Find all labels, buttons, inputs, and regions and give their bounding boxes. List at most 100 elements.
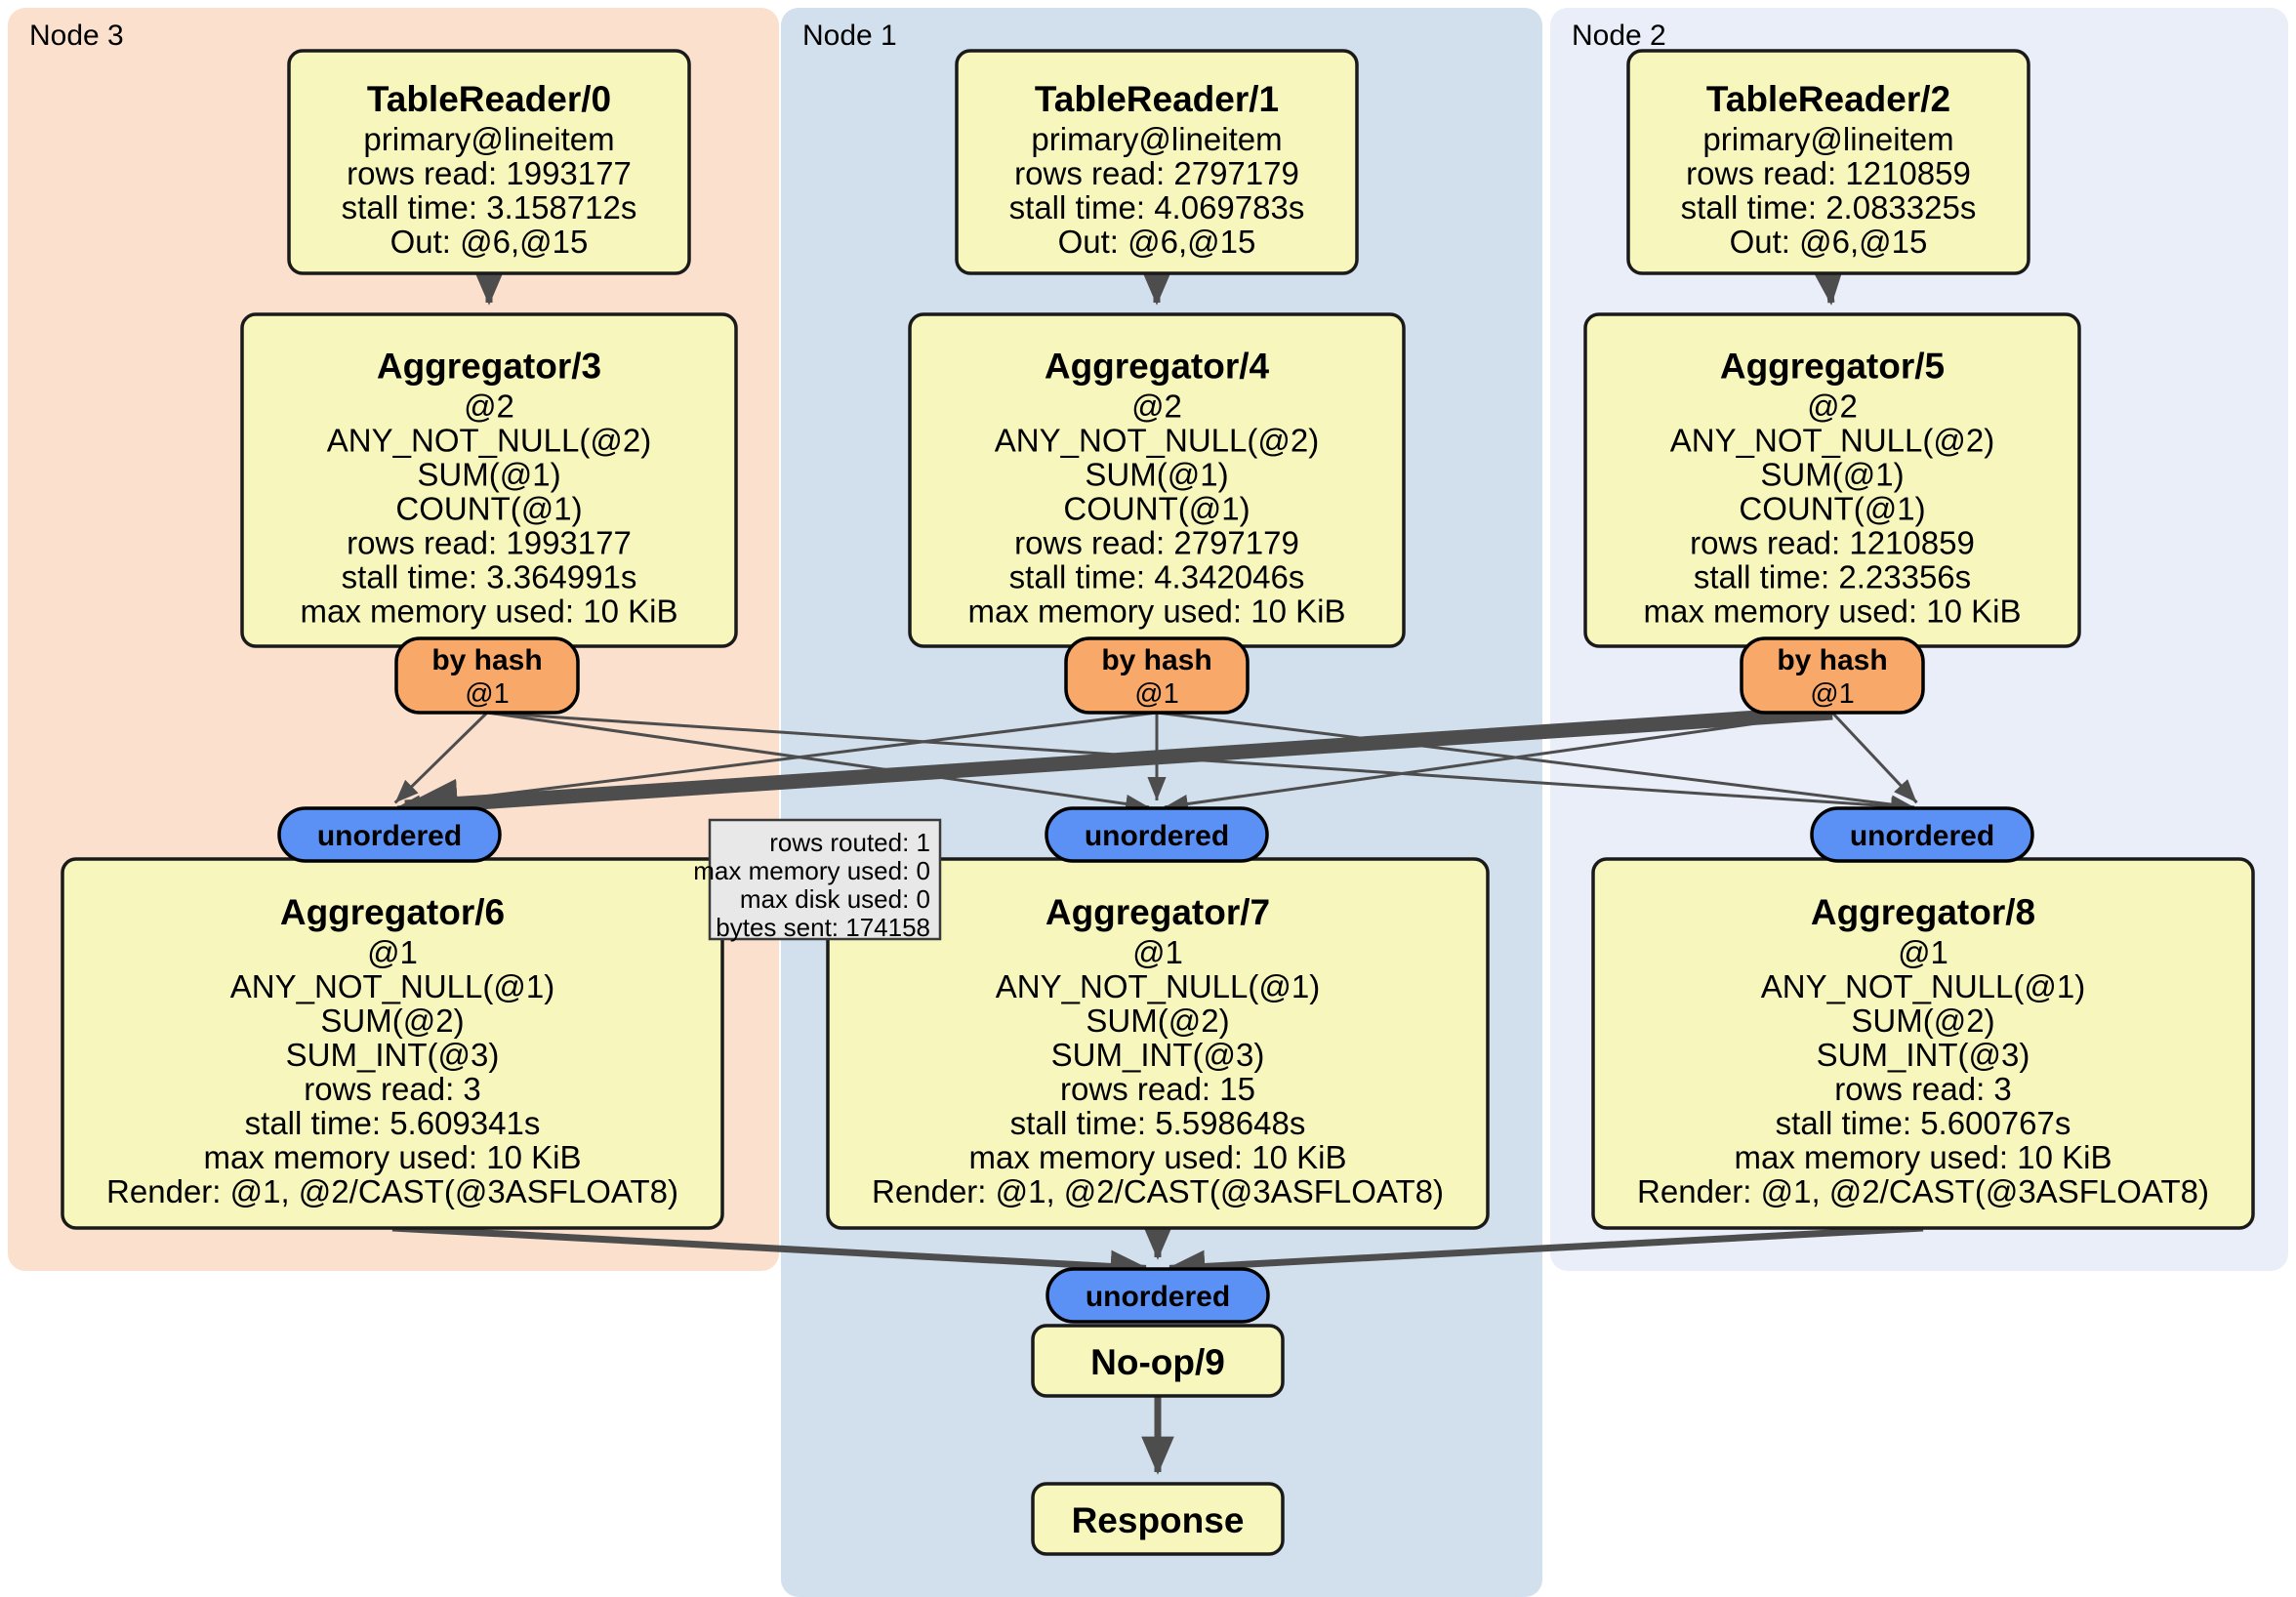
node-detail-line: @2 xyxy=(1131,389,1182,425)
node-detail-line: rows read: 3 xyxy=(1834,1071,2012,1107)
node-unordered7[interactable]: unordered xyxy=(1045,806,1269,863)
node-detail-line: SUM_INT(@3) xyxy=(1051,1037,1265,1073)
hash-router-label: by hash xyxy=(1101,644,1211,676)
unordered-synchronizer-pill[interactable] xyxy=(1810,806,2034,863)
node-unordered8[interactable]: unordered xyxy=(1810,806,2034,863)
node-detail-line: max memory used: 10 KiB xyxy=(204,1139,582,1175)
node-body[interactable] xyxy=(1031,1482,1285,1556)
node-aggregator6[interactable]: Aggregator/6@1ANY_NOT_NULL(@1)SUM(@2)SUM… xyxy=(61,857,724,1230)
hash-router-label: by hash xyxy=(1777,644,1887,676)
node-unordered9[interactable]: unordered xyxy=(1046,1267,1270,1324)
edge-byhash4-to-unordered8 xyxy=(1156,711,1915,814)
edge-byhash5-to-unordered8 xyxy=(1830,711,1918,804)
hash-router-column: @1 xyxy=(1134,678,1179,710)
node-aggregator4[interactable]: Aggregator/4@2ANY_NOT_NULL(@2)SUM(@1)COU… xyxy=(908,312,1406,648)
node-title: No-op/9 xyxy=(1090,1342,1225,1382)
node-detail-line: SUM_INT(@3) xyxy=(1817,1037,2030,1073)
node-detail-line: SUM(@1) xyxy=(1760,457,1904,493)
unordered-synchronizer-pill[interactable] xyxy=(1045,806,1269,863)
node-title: Aggregator/5 xyxy=(1720,347,1945,387)
node-detail-line: COUNT(@1) xyxy=(1739,491,1925,527)
node-detail-line: ANY_NOT_NULL(@2) xyxy=(327,423,651,459)
node-body[interactable] xyxy=(287,49,691,275)
node-detail-line: stall time: 4.069783s xyxy=(1009,189,1305,225)
node-detail-line: stall time: 2.083325s xyxy=(1681,189,1977,225)
hash-router-label: by hash xyxy=(431,644,542,676)
node-title: Aggregator/7 xyxy=(1046,892,1270,932)
node-body[interactable] xyxy=(955,49,1359,275)
node-aggregator8[interactable]: Aggregator/8@1ANY_NOT_NULL(@1)SUM(@2)SUM… xyxy=(1591,857,2255,1230)
node-unordered6[interactable]: unordered xyxy=(277,806,502,863)
node-detail-line: max memory used: 10 KiB xyxy=(968,594,1346,630)
node-body[interactable] xyxy=(1031,1324,1285,1398)
cluster-label-node3: Node 3 xyxy=(29,20,124,52)
node-response[interactable]: Response xyxy=(1031,1482,1285,1556)
node-detail-line: SUM_INT(@3) xyxy=(286,1037,500,1073)
node-detail-line: COUNT(@1) xyxy=(395,491,582,527)
node-detail-line: Out: @6,@15 xyxy=(1730,224,1928,260)
hash-router-column: @1 xyxy=(465,678,510,710)
edge-tablereader2-to-aggregator5 xyxy=(1811,266,1845,306)
hash-router-pill[interactable] xyxy=(1064,636,1250,715)
node-detail-line: ANY_NOT_NULL(@1) xyxy=(996,968,1320,1004)
unordered-label: unordered xyxy=(317,820,462,852)
node-title: Aggregator/6 xyxy=(280,892,505,932)
node-noop9[interactable]: No-op/9 xyxy=(1031,1324,1285,1398)
node-detail-line: ANY_NOT_NULL(@2) xyxy=(995,423,1319,459)
node-title: TableReader/2 xyxy=(1706,79,1950,119)
node-title: Aggregator/8 xyxy=(1811,892,2035,932)
node-byhash3[interactable]: by hash@1 xyxy=(394,636,580,715)
node-detail-line: max memory used: 10 KiB xyxy=(969,1139,1347,1175)
node-aggregator3[interactable]: Aggregator/3@2ANY_NOT_NULL(@2)SUM(@1)COU… xyxy=(240,312,738,648)
node-detail-line: @2 xyxy=(464,389,514,425)
hash-router-pill[interactable] xyxy=(394,636,580,715)
edge-byhash5-to-unordered7 xyxy=(1164,711,1833,814)
node-detail-line: stall time: 5.609341s xyxy=(245,1105,541,1141)
node-body[interactable] xyxy=(1626,49,2030,275)
node-detail-line: stall time: 3.364991s xyxy=(342,559,637,595)
node-title: Aggregator/4 xyxy=(1045,347,1270,387)
node-byhash4[interactable]: by hash@1 xyxy=(1064,636,1250,715)
node-detail-line: Out: @6,@15 xyxy=(1058,224,1256,260)
unordered-synchronizer-pill[interactable] xyxy=(277,806,502,863)
node-detail-line: SUM(@2) xyxy=(1086,1003,1229,1039)
node-detail-line: stall time: 5.598648s xyxy=(1010,1105,1306,1141)
node-detail-line: stall time: 2.23356s xyxy=(1694,559,1971,595)
cluster-label-node2: Node 2 xyxy=(1572,20,1666,52)
node-detail-line: COUNT(@1) xyxy=(1063,491,1250,527)
node-detail-line: rows read: 15 xyxy=(1060,1071,1255,1107)
node-detail-line: Render: @1, @2/CAST(@3ASFLOAT8) xyxy=(872,1173,1444,1209)
node-aggregator5[interactable]: Aggregator/5@2ANY_NOT_NULL(@2)SUM(@1)COU… xyxy=(1583,312,2081,648)
router-stats-line: rows routed: 1 xyxy=(769,828,930,857)
node-detail-line: max memory used: 10 KiB xyxy=(301,594,678,630)
node-title: Aggregator/3 xyxy=(377,347,601,387)
node-detail-line: rows read: 1210859 xyxy=(1686,155,1971,191)
node-detail-line: stall time: 5.600767s xyxy=(1776,1105,2071,1141)
node-detail-line: primary@lineitem xyxy=(1031,121,1282,157)
router-stats-line: max memory used: 0 xyxy=(693,856,930,885)
edge-aggregator6-to-unordered9 xyxy=(391,1224,1149,1284)
node-detail-line: Render: @1, @2/CAST(@3ASFLOAT8) xyxy=(1637,1173,2209,1209)
unordered-synchronizer-pill[interactable] xyxy=(1046,1267,1270,1324)
node-detail-line: SUM(@1) xyxy=(1085,457,1228,493)
unordered-label: unordered xyxy=(1086,1281,1230,1313)
edge-byhash3-to-unordered7 xyxy=(486,711,1150,813)
node-detail-line: max memory used: 10 KiB xyxy=(1644,594,2022,630)
edge-byhash4-to-unordered6 xyxy=(396,711,1158,814)
node-detail-line: @1 xyxy=(1898,934,1948,970)
hash-router-pill[interactable] xyxy=(1740,636,1925,715)
node-detail-line: Out: @6,@15 xyxy=(390,224,589,260)
node-detail-line: stall time: 4.342046s xyxy=(1009,559,1305,595)
node-detail-line: primary@lineitem xyxy=(1702,121,1953,157)
node-byhash5[interactable]: by hash@1 xyxy=(1740,636,1925,715)
router-stats-line: bytes sent: 174158 xyxy=(716,913,930,942)
node-detail-line: primary@lineitem xyxy=(363,121,614,157)
edge-byhash5-to-unordered6 xyxy=(398,705,1833,829)
node-detail-line: rows read: 1993177 xyxy=(347,525,632,561)
